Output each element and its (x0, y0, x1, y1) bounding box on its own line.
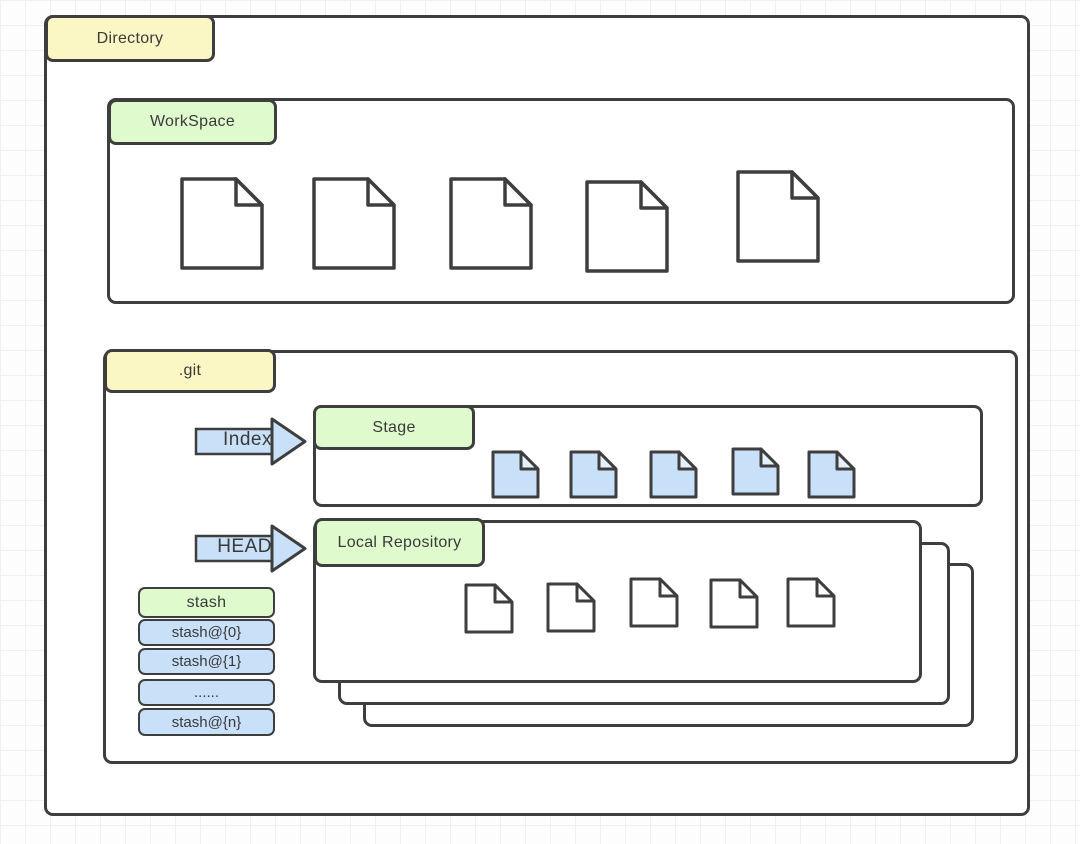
staged-file-icon (807, 450, 856, 499)
stash-row: stash@{0} (138, 619, 275, 646)
index-arrow-label: Index (223, 429, 272, 450)
staged-file-icon (649, 450, 698, 499)
repo-file-icon (546, 582, 596, 633)
workspace-label: WorkSpace (108, 99, 277, 145)
staged-file-icon (731, 447, 780, 496)
local-repository-label-text: Local Repository (337, 533, 462, 551)
workspace-label-text: WorkSpace (149, 113, 236, 130)
stage-label: Stage (313, 405, 475, 450)
local-repository-label: Local Repository (314, 518, 485, 567)
staged-file-icon (491, 450, 540, 499)
workspace-file-icon (312, 177, 396, 270)
stash-header: stash (138, 587, 275, 618)
git-label-text: .git (178, 362, 202, 379)
stash-row: ...... (138, 679, 275, 706)
stash-header-text: stash (186, 593, 227, 611)
git-label: .git (104, 349, 276, 393)
directory-label: Directory (45, 15, 215, 62)
head-arrow-label: HEAD (217, 536, 272, 557)
repo-file-icon (629, 577, 679, 628)
workspace-file-icon (449, 177, 533, 270)
stash-row: stash@{n} (138, 708, 275, 736)
stage-label-text: Stage (372, 418, 416, 436)
stash-row: stash@{1} (138, 648, 275, 675)
workspace-file-icon (585, 180, 669, 273)
directory-label-text: Directory (96, 29, 164, 47)
workspace-file-icon (736, 170, 820, 263)
index-arrow-icon (194, 417, 308, 467)
repo-file-icon (709, 578, 759, 629)
repo-file-icon (786, 577, 836, 628)
workspace-file-icon (180, 177, 264, 270)
repo-file-icon (464, 583, 514, 634)
head-arrow-icon (194, 524, 308, 574)
staged-file-icon (569, 450, 618, 499)
